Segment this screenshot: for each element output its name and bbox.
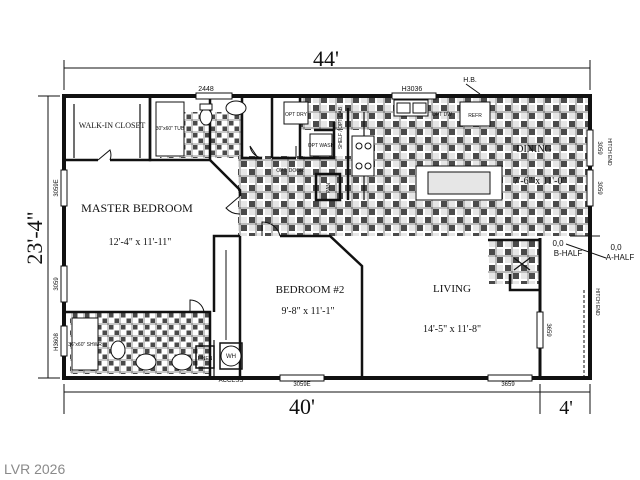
sink-icon bbox=[225, 100, 247, 116]
a-half-label: A-HALF bbox=[606, 253, 635, 262]
walk-in-closet-label: WALK-IN CLOSET bbox=[79, 121, 146, 130]
wh-label: WH bbox=[226, 354, 236, 360]
master-bedroom-name: MASTER BEDROOM bbox=[81, 201, 193, 215]
hitch-end-bottom-label: HITCH END bbox=[594, 288, 600, 316]
linen-label: LINEN bbox=[198, 356, 213, 362]
window-3059-right-a-label: 3059 bbox=[596, 141, 602, 155]
hb-label: H.B. bbox=[463, 77, 477, 84]
overall-width-label: 44' bbox=[313, 46, 339, 71]
opt-door-label: OPT. DOOR bbox=[276, 168, 304, 174]
bedroom2-size: 9'-8" x 11'-1" bbox=[281, 306, 334, 317]
refrigerator-icon bbox=[459, 101, 491, 127]
window-3659-bottom-label: 3659 bbox=[501, 382, 515, 388]
toilet-icon bbox=[199, 108, 213, 126]
doors bbox=[97, 145, 297, 340]
shower-label: 36"x60" SHWR bbox=[68, 342, 102, 348]
access-label: ACCESS bbox=[219, 378, 244, 384]
hitch-end-top-label: HITCH END bbox=[606, 138, 612, 166]
window-3059-left-label: 3059 bbox=[54, 277, 60, 291]
master-bedroom-size: 12'-4" x 11'-11" bbox=[109, 237, 172, 248]
shower-icon bbox=[71, 317, 99, 371]
opt-dw-label: OPT DW bbox=[432, 112, 452, 118]
window-2448-label: 2448 bbox=[198, 86, 214, 93]
sink-icon-2 bbox=[135, 353, 157, 371]
shelf-label: SHELF / OPT CAB bbox=[338, 106, 344, 149]
dryer-icon bbox=[283, 101, 309, 125]
b-half-label: B-HALF bbox=[554, 249, 583, 258]
fixtures bbox=[71, 99, 503, 371]
water-heater-icon bbox=[220, 345, 242, 367]
interior-walls bbox=[64, 98, 542, 378]
opt-dryer-label: OPT DRY bbox=[285, 112, 308, 118]
living-size: 14'-5" x 11'-8" bbox=[423, 324, 481, 335]
main-width-label: 40' bbox=[289, 394, 315, 419]
bedroom2-name: BEDROOM #2 bbox=[276, 284, 345, 296]
dining-name: DINING bbox=[516, 144, 552, 155]
a-half-value: 0,0 bbox=[610, 243, 622, 252]
window-h3036-label: H3036 bbox=[402, 86, 423, 93]
dining-size: 7'-6" x 11'-0" bbox=[513, 176, 566, 187]
washer-icon bbox=[309, 133, 333, 157]
dimension-lines bbox=[38, 60, 607, 414]
window-3059-right-b-label: 3059 bbox=[596, 181, 602, 195]
toilet-icon-2 bbox=[110, 340, 126, 360]
sink-icon-3 bbox=[171, 353, 193, 371]
refr-label: REFR bbox=[468, 113, 482, 119]
range-icon bbox=[351, 135, 375, 177]
porch-width-label: 4' bbox=[559, 397, 573, 419]
window-3059e-bottom-label: 3059E bbox=[293, 382, 310, 388]
opt-washer-label: OPT WASH bbox=[308, 143, 335, 149]
window-3659-right-label: 3659 bbox=[545, 323, 551, 337]
living-name: LIVING bbox=[433, 283, 471, 295]
window-h3608-label: H3608 bbox=[54, 333, 60, 351]
b-half-value: 0,0 bbox=[552, 239, 564, 248]
watermark: LVR 2026 bbox=[4, 461, 65, 477]
windows bbox=[60, 92, 594, 382]
window-3059e-left-label: 3059E bbox=[54, 179, 60, 196]
tub-icon bbox=[155, 101, 185, 157]
pan-label: PAN bbox=[326, 183, 332, 193]
tub-label: 30"x60" TUB bbox=[156, 126, 185, 132]
overall-depth-label: 23'-4" bbox=[22, 211, 47, 264]
